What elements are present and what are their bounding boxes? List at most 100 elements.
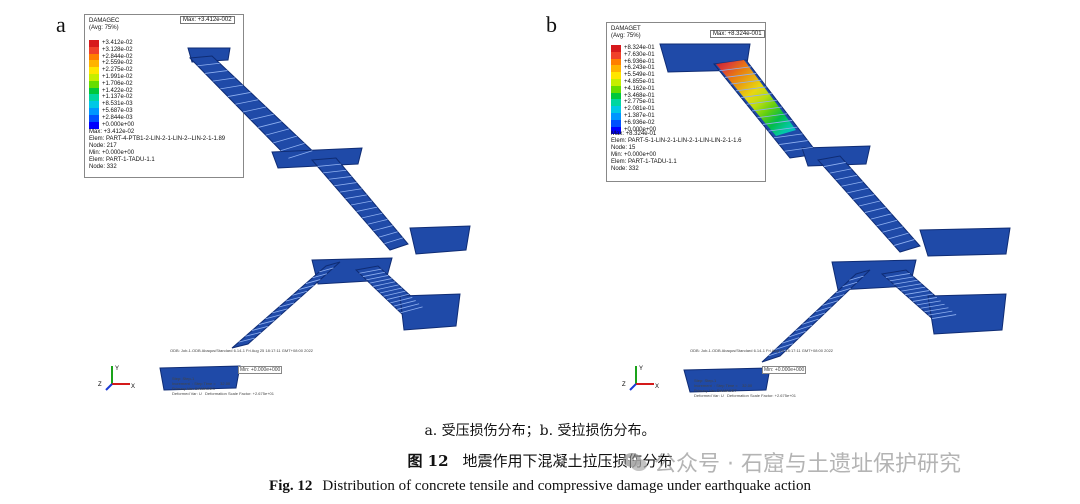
- legend-entry: +1.387e-01: [611, 113, 655, 120]
- stair-step: [853, 194, 875, 200]
- stair-step: [858, 200, 881, 207]
- odb-info-line: ODB: Job-1.ODB Abaqus/Standard 6.14-1 Fr…: [170, 348, 314, 353]
- legend-value: +5.549e-01: [624, 72, 655, 79]
- panel-letter: a: [56, 12, 66, 37]
- stair-step: [835, 288, 851, 294]
- bottom-landing: [683, 367, 771, 393]
- stair-step: [932, 314, 957, 319]
- stair-step: [835, 174, 858, 181]
- stair-step: [250, 113, 274, 121]
- wechat-icon: [623, 453, 647, 471]
- legend-swatch: [611, 58, 621, 66]
- stair-step: [366, 275, 389, 281]
- stair-steps: [719, 66, 957, 357]
- stair-step: [888, 232, 909, 240]
- stair-step: [280, 143, 305, 151]
- step-info: Step: Step-1 Increment : Step Time = 32.…: [172, 376, 274, 396]
- legend-value: +1.706e-02: [102, 80, 133, 87]
- legend-entry: +2.275e-02: [89, 67, 133, 75]
- odb-info-line: ODB: Job-1.ODB Abaqus/Standard 6.14-1 Fr…: [690, 348, 834, 353]
- stair-step: [288, 150, 313, 159]
- stair-step: [362, 212, 383, 219]
- legend-entry: +1.422e-02: [89, 87, 133, 95]
- legend-entry: +1.991e-02: [89, 74, 133, 81]
- legend-swatch: [89, 53, 99, 61]
- subfigure-caption: a. 受压损伤分布；b. 受拉损伤分布。: [424, 423, 656, 439]
- stair-step: [312, 273, 327, 279]
- stair-step: [815, 306, 832, 313]
- legend-swatch: [89, 114, 99, 122]
- legend-swatch: [611, 79, 621, 86]
- stair-step: [773, 133, 803, 139]
- stair-step: [842, 281, 858, 287]
- stair-step: [735, 86, 767, 92]
- stair-step: [822, 300, 838, 306]
- legend-value: +8.531e-03: [102, 101, 133, 108]
- stair-step: [784, 146, 813, 152]
- staircase-model: [659, 43, 1011, 393]
- stair-step: [235, 99, 259, 105]
- stair-step: [242, 106, 267, 113]
- legend-entry: +2.775e-01: [611, 99, 655, 107]
- watermark: 公众号 · 石窟与土遗址保护研究: [622, 446, 961, 478]
- legend-value: +1.387e-01: [624, 113, 655, 119]
- stair-step: [328, 176, 352, 180]
- legend-swatch: [611, 45, 621, 52]
- stair-step: [367, 219, 388, 225]
- legend-entry: +1.706e-02: [89, 80, 133, 88]
- min-value-tag: Min: +0.000e+000: [238, 366, 283, 374]
- legend-swatch: [89, 94, 99, 102]
- stair-step: [384, 237, 403, 244]
- stair-step: [379, 287, 403, 294]
- stair-step: [751, 106, 783, 112]
- legend-value: +0.000e+00: [624, 126, 657, 133]
- stair-step: [746, 99, 777, 105]
- panel-letter: b: [546, 12, 557, 37]
- legend-entry: +3.412e-02: [89, 40, 133, 47]
- legend-value: +0.000e+00: [102, 121, 135, 128]
- legend-value: +1.422e-02: [102, 87, 133, 94]
- stair-step: [400, 306, 423, 314]
- stair-step: [782, 337, 800, 344]
- stair-step: [719, 66, 752, 72]
- stair-structure: [159, 47, 471, 391]
- stair-step: [397, 303, 420, 310]
- stair-step: [345, 194, 367, 199]
- legend-swatch: [611, 92, 621, 100]
- legend-value: +3.412e-02: [102, 40, 133, 46]
- legend-value: +2.844e-02: [102, 53, 133, 60]
- axis-z-label: Z: [98, 382, 102, 388]
- stair-step: [882, 226, 903, 233]
- stair-step: [920, 303, 945, 309]
- stair-step: [292, 290, 308, 296]
- stair-step: [823, 162, 846, 167]
- stair-step: [220, 84, 243, 90]
- legend-swatch: [89, 60, 99, 68]
- stair-step: [373, 225, 393, 232]
- legend-entry: +2.081e-01: [611, 106, 655, 114]
- stair-step: [916, 300, 941, 306]
- stair-step: [273, 135, 297, 144]
- legend-entry: +4.162e-01: [611, 85, 655, 93]
- stair-step: [876, 219, 898, 227]
- stair-step: [285, 296, 301, 302]
- stair-step: [757, 113, 788, 119]
- stair-step: [905, 290, 930, 295]
- legend-swatch: [89, 67, 99, 75]
- legend-entry: +6.243e-01: [611, 65, 655, 73]
- stair-step: [272, 308, 288, 314]
- stair-step: [245, 331, 262, 337]
- legend-entry: +5.687e-03: [89, 108, 133, 115]
- legend-info: Max: +8.324e-01 Elem: PART-5-1-LIN-2-1-L…: [611, 131, 742, 172]
- stair-step: [768, 349, 787, 357]
- staircase-model: [159, 47, 471, 391]
- stair-step: [762, 120, 793, 125]
- stair-step: [889, 276, 914, 282]
- stair-step: [730, 79, 762, 85]
- tension-damage-zone: [716, 60, 796, 136]
- axis-x-label: X: [655, 384, 659, 390]
- stair-step: [393, 300, 416, 307]
- legend-value: +2.275e-02: [102, 67, 133, 74]
